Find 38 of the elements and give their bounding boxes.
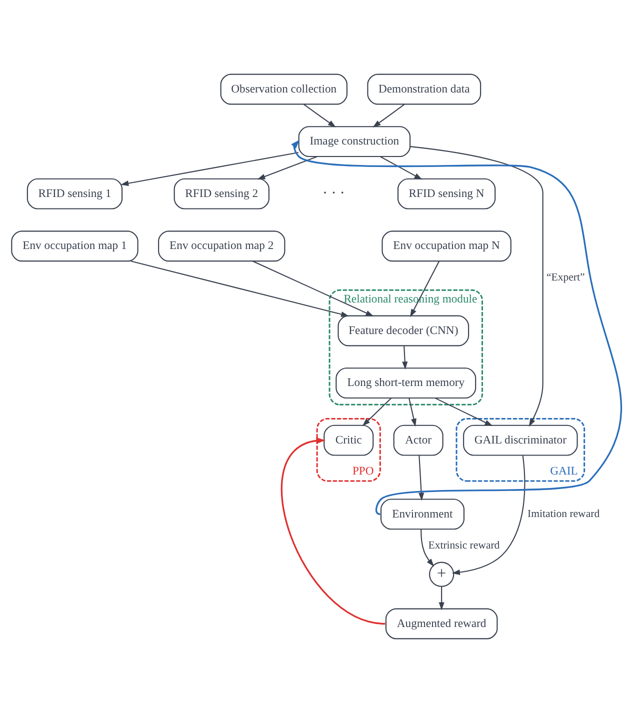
arrow — [304, 104, 336, 128]
arrow — [438, 586, 444, 610]
node-box: Long short-term memory — [336, 368, 476, 399]
arrow — [120, 152, 299, 186]
arrow — [291, 140, 622, 515]
node-box: Image construction — [298, 126, 411, 158]
arrow — [418, 455, 424, 501]
edge-label: Extrinsic reward — [428, 540, 500, 552]
node-box: Env occupation map 2 — [158, 230, 286, 262]
arrow — [362, 398, 392, 426]
arrow — [402, 346, 408, 370]
arrow — [380, 156, 422, 180]
node-circle: + — [429, 562, 454, 587]
node-box: Actor — [393, 424, 444, 456]
node-box: RFID sensing N — [397, 178, 496, 210]
label: · · · — [322, 185, 345, 202]
node-box: Feature decoder (CNN) — [338, 315, 470, 346]
node-box: Demonstration data — [367, 74, 482, 105]
node-box: Env occupation map 1 — [11, 230, 138, 262]
arrow — [452, 455, 526, 576]
node-box: RFID sensing 2 — [174, 178, 270, 210]
node-box: GAIL discriminator — [463, 424, 578, 456]
node-box: Critic — [324, 424, 374, 456]
arrow — [372, 104, 405, 128]
arrow — [410, 146, 544, 427]
edge-label: “Expert” — [546, 271, 585, 284]
arrow — [257, 156, 318, 180]
arrow — [280, 437, 386, 625]
arrow — [252, 260, 374, 316]
node-box: Augmented reward — [385, 608, 498, 640]
node-box: Observation collection — [220, 74, 348, 105]
node-box: Env occupation map N — [382, 230, 512, 262]
arrow — [420, 529, 434, 567]
arrow — [408, 398, 416, 427]
arrow — [130, 260, 350, 317]
node-box: Environment — [380, 498, 465, 530]
node-box: RFID sensing 1 — [26, 178, 123, 210]
edge-label: Imitation reward — [528, 508, 600, 520]
